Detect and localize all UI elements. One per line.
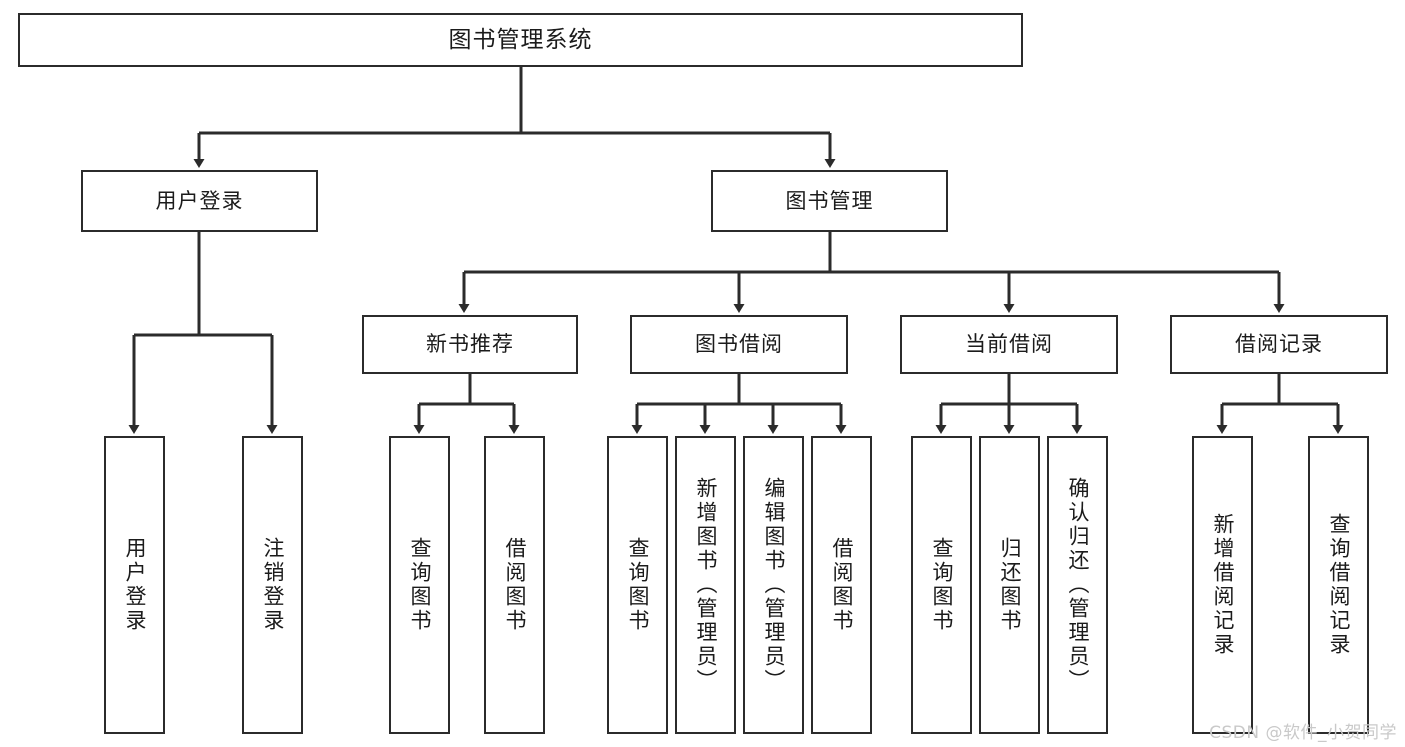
node-new-book-recommend[interactable]: 新书推荐	[362, 315, 578, 374]
node-label: 归还图书	[998, 537, 1022, 633]
node-label: 借阅图书	[503, 537, 527, 633]
node-label: 当前借阅	[965, 332, 1053, 356]
node-label: 编辑图书（管理员）	[762, 477, 786, 693]
node-leaf-query-book-current[interactable]: 查询图书	[911, 436, 972, 734]
node-leaf-borrow-book[interactable]: 借阅图书	[811, 436, 872, 734]
node-label: 查询借阅记录	[1327, 513, 1351, 657]
node-label: 图书管理	[785, 188, 874, 213]
node-label: 用户登录	[123, 537, 147, 633]
node-label: 用户登录	[155, 188, 244, 213]
node-label: 借阅图书	[830, 537, 854, 633]
node-book-management-system[interactable]: 图书管理系统	[18, 13, 1023, 67]
node-label: 新增图书（管理员）	[694, 477, 718, 693]
node-leaf-user-login[interactable]: 用户登录	[104, 436, 165, 734]
node-label: 新书推荐	[426, 332, 514, 356]
node-leaf-add-book[interactable]: 新增图书（管理员）	[675, 436, 736, 734]
node-borrow-record[interactable]: 借阅记录	[1170, 315, 1388, 374]
node-leaf-edit-book[interactable]: 编辑图书（管理员）	[743, 436, 804, 734]
node-label: 图书借阅	[695, 332, 783, 356]
node-label: 查询图书	[408, 537, 432, 633]
node-leaf-confirm-return[interactable]: 确认归还（管理员）	[1047, 436, 1108, 734]
node-leaf-logout-login[interactable]: 注销登录	[242, 436, 303, 734]
node-label: 借阅记录	[1235, 332, 1323, 356]
node-book-manage[interactable]: 图书管理	[711, 170, 948, 232]
node-label: 图书管理系统	[448, 26, 593, 53]
node-leaf-query-borrow-record[interactable]: 查询借阅记录	[1308, 436, 1369, 734]
node-label: 确认归还（管理员）	[1066, 477, 1090, 693]
node-label: 注销登录	[261, 537, 285, 633]
watermark: CSDN @软件_小贺同学	[1209, 723, 1397, 743]
node-leaf-add-borrow-record[interactable]: 新增借阅记录	[1192, 436, 1253, 734]
node-user-login[interactable]: 用户登录	[81, 170, 318, 232]
node-leaf-query-book-borrow[interactable]: 查询图书	[607, 436, 668, 734]
node-book-borrow[interactable]: 图书借阅	[630, 315, 848, 374]
node-leaf-return-book[interactable]: 归还图书	[979, 436, 1040, 734]
node-label: 新增借阅记录	[1211, 513, 1235, 657]
node-leaf-borrow-book-recommend[interactable]: 借阅图书	[484, 436, 545, 734]
node-label: 查询图书	[930, 537, 954, 633]
node-current-borrow[interactable]: 当前借阅	[900, 315, 1118, 374]
node-label: 查询图书	[626, 537, 650, 633]
node-leaf-query-book-recommend[interactable]: 查询图书	[389, 436, 450, 734]
